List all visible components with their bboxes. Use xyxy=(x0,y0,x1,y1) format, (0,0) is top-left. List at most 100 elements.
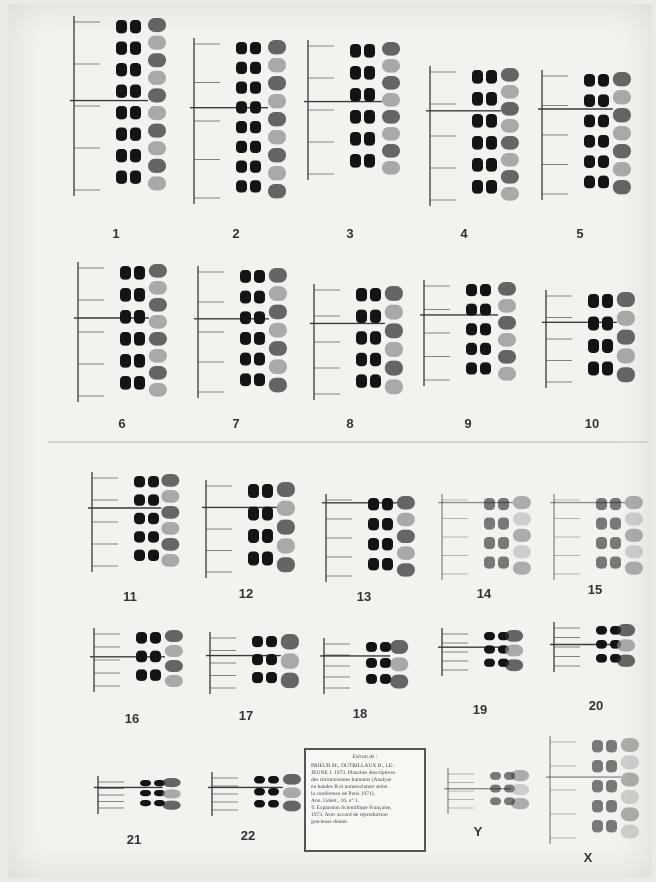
label-chr-21: 21 xyxy=(114,832,154,847)
photo-band-chr-8 xyxy=(385,361,403,376)
photo-band-chr-5 xyxy=(613,144,631,158)
photo-band-chr-6 xyxy=(149,298,167,312)
label-chr-19: 19 xyxy=(460,702,500,717)
photo-band-chr-9 xyxy=(498,299,516,313)
ideogram-band-chr-9 xyxy=(480,343,491,355)
photo-band-chr-1 xyxy=(148,88,166,102)
ideogram-band-chr-11 xyxy=(148,494,159,505)
ideogram-band-chr-4 xyxy=(486,180,497,194)
photo-band-chr-9 xyxy=(498,282,516,296)
ideogram-band-chr-5 xyxy=(598,155,609,168)
citation-line: PRIEUR M., DUTRILLAUX B., LE- xyxy=(311,763,419,770)
ideogram-band-chr-12 xyxy=(262,552,273,566)
ideogram-band-chr-4 xyxy=(472,158,483,172)
ideogram-band-chr-2 xyxy=(236,82,247,94)
photo-band-chr-3 xyxy=(382,161,400,175)
ideogram-band-chr-4 xyxy=(472,114,483,128)
ideogram-band-chr-18 xyxy=(366,674,377,684)
ideogram-band-chr-6 xyxy=(134,288,145,302)
photo-band-chr-15 xyxy=(625,496,643,509)
ideogram-band-chr-6 xyxy=(134,332,145,346)
photo-band-chr-6 xyxy=(149,366,167,380)
ideogram-band-chr-5 xyxy=(598,115,609,128)
ideogram-band-chr-22 xyxy=(254,800,265,807)
photo-band-chr-21 xyxy=(163,778,181,787)
label-chr-1: 1 xyxy=(96,226,136,241)
ideogram-band-chr-2 xyxy=(250,121,261,133)
ideogram-band-chr-9 xyxy=(466,304,477,316)
ideogram-band-chr-1 xyxy=(130,171,141,184)
ideogram-band-chr-2 xyxy=(236,62,247,74)
photo-band-chr-1 xyxy=(148,106,166,120)
ideogram-band-chr-12 xyxy=(248,507,259,521)
ideogram-band-chr-2 xyxy=(250,161,261,173)
ideogram-band-chr-18 xyxy=(380,674,391,684)
citation-line: des chromosomes humains (Analyse xyxy=(311,777,419,784)
ideogram-band-chr-Y xyxy=(490,785,501,793)
photo-band-chr-11 xyxy=(161,538,179,551)
ideogram-band-chr-21 xyxy=(140,780,151,786)
ideogram-band-chr-10 xyxy=(588,362,599,376)
photo-band-chr-13 xyxy=(397,563,415,576)
ideogram-band-chr-15 xyxy=(610,498,621,510)
photo-band-chr-4 xyxy=(501,136,519,150)
ideogram-band-chr-3 xyxy=(364,154,375,168)
ideogram-band-chr-14 xyxy=(498,537,509,549)
photo-band-chr-7 xyxy=(269,341,287,356)
ideogram-band-chr-X xyxy=(606,740,617,752)
photo-band-chr-Y xyxy=(511,770,529,781)
ideogram-band-chr-5 xyxy=(598,176,609,189)
photo-band-chr-17 xyxy=(281,653,299,668)
ideogram-band-chr-6 xyxy=(134,266,145,280)
ideogram-band-chr-17 xyxy=(252,654,263,665)
citation-line: gracieuse donné. xyxy=(311,819,419,826)
ideogram-band-chr-1 xyxy=(130,106,141,119)
ideogram-band-chr-4 xyxy=(486,136,497,150)
ideogram-band-chr-11 xyxy=(134,550,145,561)
photo-band-chr-4 xyxy=(501,170,519,184)
ideogram-band-chr-11 xyxy=(134,476,145,487)
ideogram-band-chr-8 xyxy=(356,353,367,366)
ideogram-band-chr-4 xyxy=(472,180,483,194)
ideogram-band-chr-6 xyxy=(120,266,131,280)
ideogram-band-chr-7 xyxy=(240,332,251,345)
ideogram-band-chr-12 xyxy=(262,529,273,543)
photo-band-chr-10 xyxy=(617,292,635,307)
ideogram-band-chr-2 xyxy=(236,101,247,113)
ideogram-band-chr-4 xyxy=(472,92,483,106)
label-chr-20: 20 xyxy=(576,698,616,713)
photo-band-chr-17 xyxy=(281,673,299,688)
ideogram-band-chr-6 xyxy=(120,310,131,324)
photo-band-chr-1 xyxy=(148,141,166,155)
ideogram-band-chr-13 xyxy=(382,518,393,530)
ideogram-band-chr-1 xyxy=(130,63,141,76)
photo-band-chr-X xyxy=(621,807,639,821)
ideogram-band-chr-9 xyxy=(466,343,477,355)
photo-band-chr-12 xyxy=(277,501,295,516)
ideogram-band-chr-15 xyxy=(596,498,607,510)
ideogram-band-chr-5 xyxy=(584,176,595,189)
ideogram-band-chr-22 xyxy=(268,800,279,807)
ideogram-band-chr-10 xyxy=(602,339,613,353)
photo-band-chr-1 xyxy=(148,18,166,32)
photo-band-chr-2 xyxy=(268,40,286,54)
photo-band-chr-14 xyxy=(513,529,531,542)
photo-band-chr-7 xyxy=(269,305,287,320)
ideogram-band-chr-15 xyxy=(610,557,621,569)
ideogram-band-chr-8 xyxy=(370,374,381,387)
ideogram-band-chr-3 xyxy=(350,110,361,124)
photo-band-chr-2 xyxy=(268,184,286,198)
ideogram-band-chr-13 xyxy=(368,538,379,550)
photo-band-chr-14 xyxy=(513,496,531,509)
ideogram-band-chr-1 xyxy=(130,128,141,141)
ideogram-band-chr-13 xyxy=(368,518,379,530)
photo-band-chr-3 xyxy=(382,76,400,90)
ideogram-band-chr-9 xyxy=(466,362,477,374)
ideogram-band-chr-13 xyxy=(382,498,393,510)
photo-band-chr-7 xyxy=(269,359,287,374)
ideogram-band-chr-22 xyxy=(268,776,279,783)
photo-band-chr-4 xyxy=(501,102,519,116)
photo-band-chr-16 xyxy=(165,645,183,657)
label-chr-11: 11 xyxy=(110,589,150,604)
photo-band-chr-5 xyxy=(613,162,631,176)
